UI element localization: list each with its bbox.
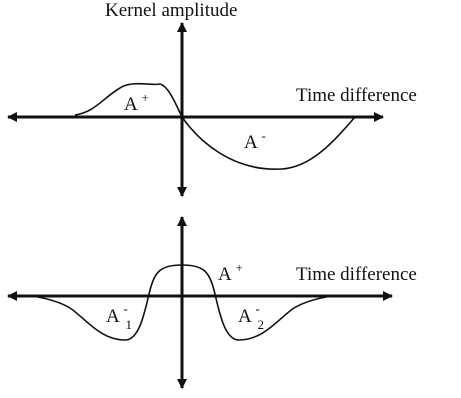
top-y-axis-label: Kernel amplitude — [105, 0, 237, 21]
bottom-panel: Time difference A + A - 1 A - 2 — [7, 216, 417, 389]
top-panel: Kernel amplitude Time difference A + A - — [7, 0, 417, 197]
top-a-minus-base: A — [244, 132, 258, 153]
bottom-a-plus-sign: + — [235, 260, 242, 275]
bottom-a2-index: 2 — [258, 317, 265, 332]
bottom-a1-base: A — [106, 306, 120, 327]
top-x-axis-label: Time difference — [296, 85, 417, 106]
bottom-a-plus-base: A — [218, 264, 232, 285]
top-a-minus-sign: - — [261, 128, 265, 143]
top-kernel-curve — [74, 82, 356, 170]
bottom-a2-base: A — [238, 306, 252, 327]
bottom-a-plus-label: A + — [218, 260, 243, 285]
top-a-plus-base: A — [124, 94, 138, 115]
bottom-a1-minus-label: A - 1 — [106, 297, 133, 332]
top-a-plus-label: A + — [124, 90, 149, 115]
bottom-a2-minus-label: A - 2 — [238, 297, 265, 332]
bottom-kernel-curve — [31, 264, 333, 341]
bottom-x-axis-label: Time difference — [296, 264, 417, 285]
bottom-a1-index: 1 — [126, 317, 133, 332]
bottom-a2-sign: - — [255, 301, 259, 316]
top-a-minus-label: A - — [244, 128, 266, 153]
top-a-plus-sign: + — [141, 90, 148, 105]
bottom-a1-sign: - — [123, 301, 127, 316]
